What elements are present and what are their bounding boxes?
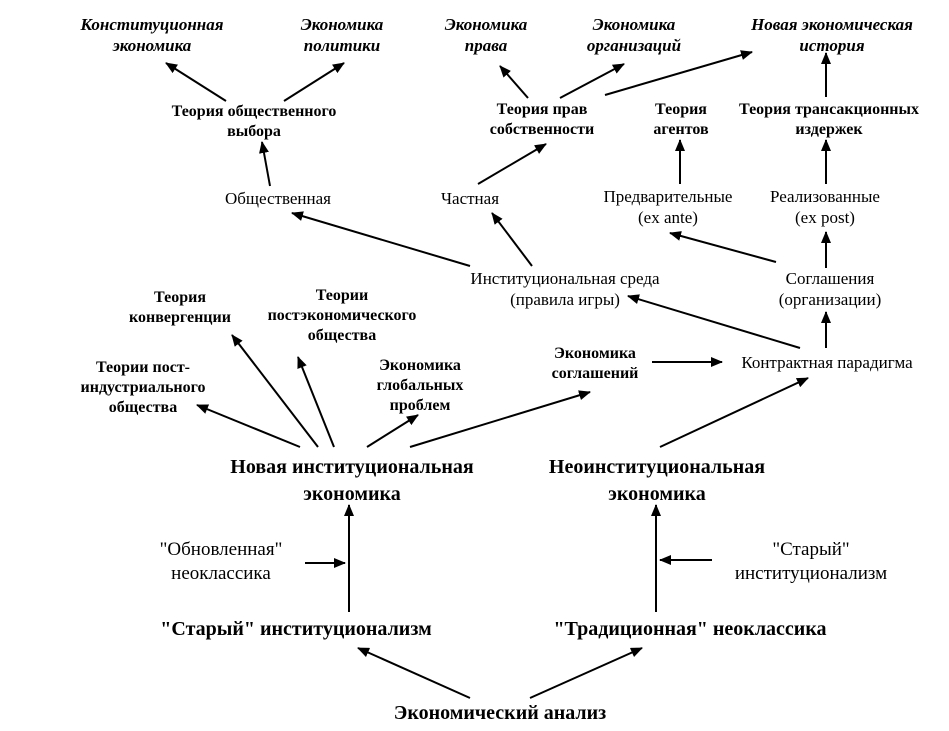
node-institutional-environment: Институциональная среда(правила игры)	[470, 269, 660, 309]
node-contract-paradigm: Контрактная парадигма	[741, 353, 913, 372]
arrow-to-global-problems	[366, 414, 419, 448]
arrow-neo-institutional-to-contract	[659, 377, 809, 448]
arrow-public-to-public-choice	[259, 141, 271, 187]
arrow-analysis-to-old-institutionalism	[357, 647, 471, 699]
arrow-private-to-property-rights	[477, 143, 547, 185]
arrow-to-post-economic	[297, 356, 335, 448]
node-old-institutionalism-side: "Старый"институционализм	[734, 539, 888, 584]
node-public: Общественная	[225, 189, 331, 208]
arrow-public-choice-to-politics	[283, 62, 345, 102]
arrow-property-rights-to-law	[499, 65, 529, 99]
node-ex-ante: Предварительные(ex ante)	[603, 187, 733, 227]
arrow-property-rights-to-new-history	[604, 50, 753, 96]
node-updated-neoclassics: "Обновленная"неоклассика	[159, 539, 283, 584]
arrow-analysis-to-traditional-neoclassics	[529, 647, 643, 699]
node-agreements: Соглашения(организации)	[778, 269, 882, 309]
arrow-agreements-to-ex-ante	[669, 231, 777, 263]
arrow-property-rights-to-organizations	[559, 63, 625, 99]
arrow-environment-to-private	[491, 212, 533, 267]
node-traditional-neoclassics: "Традиционная" неоклассика	[553, 618, 827, 640]
node-private: Частная	[440, 189, 500, 208]
arrow-public-choice-to-constitutional	[165, 62, 227, 102]
arrow-environment-to-public	[291, 211, 471, 267]
node-ex-post: Реализованные(ex post)	[770, 187, 880, 227]
arrow-contract-to-institutional-environment	[627, 294, 801, 349]
node-old-institutionalism: "Старый" институционализм	[160, 618, 432, 640]
arrow-to-post-industrial	[196, 404, 301, 448]
arrow-to-convergence	[231, 334, 319, 448]
node-economic-analysis: Экономический анализ	[393, 702, 607, 724]
arrow-to-economics-of-agreements	[409, 390, 591, 448]
